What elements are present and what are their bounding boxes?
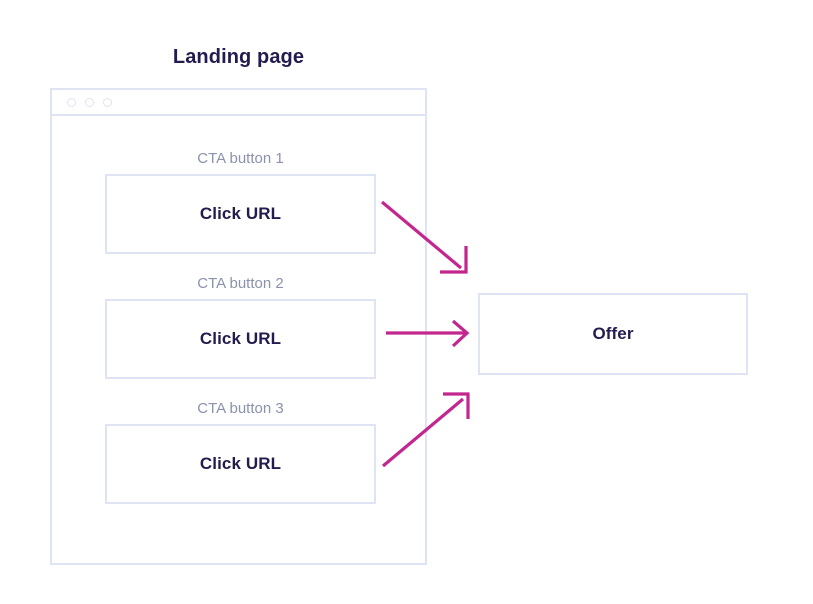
page-title: Landing page (172, 46, 305, 68)
browser-window-frame: CTA button 1 Click URL CTA button 2 Clic… (50, 88, 427, 565)
cta-button-2-label: CTA button 2 (197, 275, 284, 292)
cta-button-2[interactable]: Click URL (105, 299, 376, 379)
cta-button-1-text: Click URL (199, 204, 282, 223)
offer-label: Offer (592, 324, 634, 343)
cta-group-3: CTA button 3 Click URL (105, 398, 376, 504)
window-dot-close-icon (67, 97, 76, 107)
cta-button-1-label: CTA button 1 (197, 150, 284, 167)
cta-button-3-text: Click URL (199, 454, 282, 473)
cta-group-1: CTA button 1 Click URL (105, 148, 376, 254)
window-dot-minimize-icon (85, 97, 94, 107)
cta-button-2-text: Click URL (199, 329, 282, 348)
cta-group-2: CTA button 2 Click URL (105, 273, 376, 379)
browser-titlebar (52, 90, 425, 116)
window-dot-maximize-icon (103, 97, 112, 107)
cta-button-3[interactable]: Click URL (105, 424, 376, 504)
cta-button-1[interactable]: Click URL (105, 174, 376, 254)
cta-button-3-label: CTA button 3 (197, 400, 284, 417)
offer-box[interactable]: Offer (478, 293, 748, 375)
